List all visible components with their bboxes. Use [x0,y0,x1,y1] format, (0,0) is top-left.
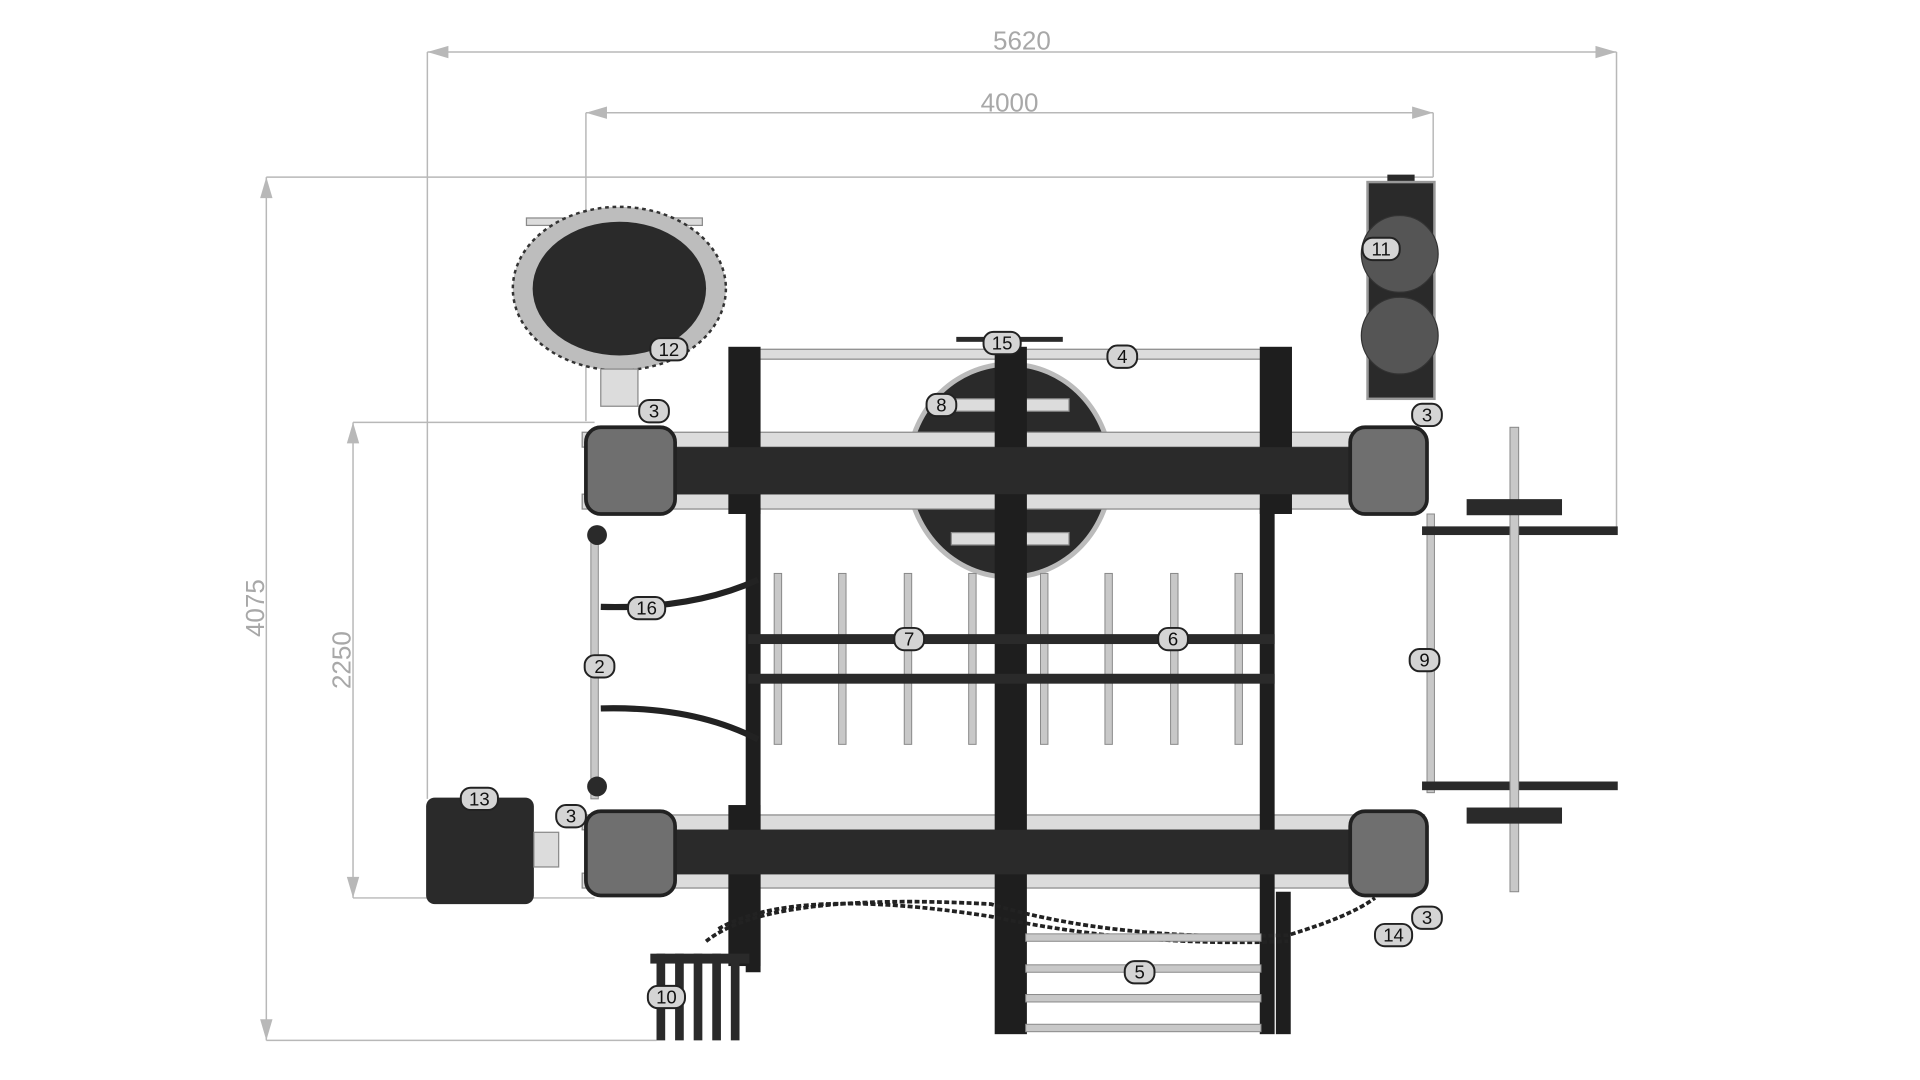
svg-text:16: 16 [636,598,657,619]
callout-3: 3 [1411,905,1443,930]
callout-16: 16 [627,595,667,621]
svg-text:15: 15 [992,333,1013,354]
dimension-label: 4000 [981,87,1039,117]
callout-10: 10 [646,984,686,1010]
callout-3: 3 [1411,402,1443,428]
bottom-beam [668,829,1363,875]
plyo-box [426,797,534,905]
callout-8: 8 [925,392,958,418]
callout-14: 14 [1373,922,1414,948]
svg-text:9: 9 [1419,650,1429,671]
svg-text:12: 12 [659,339,680,360]
dimension-overall-depth: 4075 [240,176,1434,1042]
svg-text:3: 3 [649,401,659,422]
svg-text:11: 11 [1372,238,1391,259]
dimension-label: 5620 [993,26,1051,56]
svg-text:3: 3 [1422,404,1432,425]
storage-racks [748,572,1275,745]
dimension-frame-width: 4000 [585,87,1434,422]
svg-text:6: 6 [1168,629,1178,650]
dimension-label: 2250 [327,631,357,689]
svg-text:10: 10 [656,987,677,1008]
callout-3: 3 [638,399,670,424]
top-beam [668,447,1363,495]
callout-15: 15 [982,330,1022,356]
callout-12: 12 [649,337,689,362]
svg-text:14: 14 [1383,925,1404,946]
svg-text:3: 3 [1422,907,1432,928]
callout-9: 9 [1408,647,1441,673]
callout-3: 3 [555,804,587,829]
box-mount [533,831,560,868]
callout-6: 6 [1157,626,1189,652]
svg-text:3: 3 [566,806,576,827]
callout-7: 7 [893,626,926,652]
svg-text:8: 8 [936,395,946,416]
callout-13: 13 [459,786,499,811]
callout-2: 2 [583,654,616,679]
beam-end-caps [584,425,1429,898]
svg-text:5: 5 [1134,962,1144,983]
callout-4: 4 [1106,344,1139,369]
medicine-ball-rack [1360,174,1439,401]
callout-11: 11 [1361,236,1401,262]
dimension-label: 4075 [240,579,270,637]
callout-5: 5 [1123,960,1156,985]
svg-text:4: 4 [1117,346,1127,367]
barbell-station [1422,426,1618,893]
dimension-frame-depth: 2250 [327,421,595,899]
svg-text:13: 13 [469,788,490,809]
trampoline [511,205,728,407]
svg-text:7: 7 [904,629,914,650]
svg-text:2: 2 [594,656,604,677]
